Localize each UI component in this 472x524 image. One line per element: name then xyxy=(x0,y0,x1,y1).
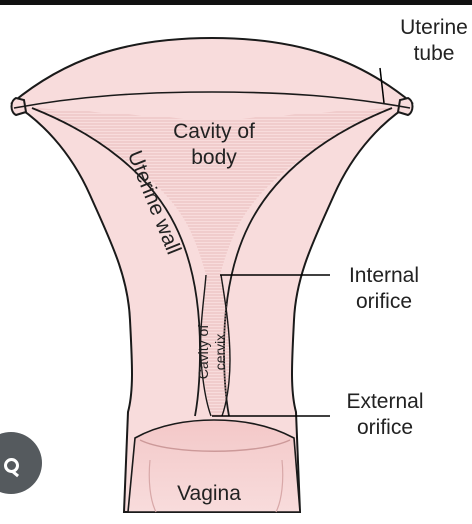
label-uterine-tube-1: Uterine xyxy=(400,16,468,39)
cervical-canal-right xyxy=(220,274,231,417)
label-external-orifice-1: External xyxy=(346,390,423,413)
label-cavity-of-cervix-1: Cavity of xyxy=(195,325,211,380)
label-internal-orifice-2: orifice xyxy=(356,290,412,313)
label-vagina: Vagina xyxy=(177,482,241,505)
label-cavity-of-cervix-2: cervix xyxy=(212,334,228,371)
lens-icon-handle xyxy=(10,469,20,478)
cavity-of-body xyxy=(30,108,394,275)
inner-wall-left xyxy=(31,107,201,417)
top-bar xyxy=(0,0,472,5)
cervical-canal xyxy=(201,275,231,416)
label-cavity-of-body-1: Cavity of xyxy=(173,120,255,143)
label-cavity-of-body-2: body xyxy=(191,146,237,169)
fundus-line xyxy=(13,91,411,109)
label-external-orifice-2: orifice xyxy=(357,416,413,439)
vagina-fold-right xyxy=(275,459,284,513)
vagina-fold-left xyxy=(148,459,157,513)
vagina-region xyxy=(127,419,301,513)
cervical-canal-left xyxy=(199,274,212,417)
leader-uterine-tube xyxy=(379,67,385,104)
label-uterine-tube-2: tube xyxy=(414,42,455,65)
vagina-rim xyxy=(139,439,291,452)
label-internal-orifice-1: Internal xyxy=(349,264,419,287)
